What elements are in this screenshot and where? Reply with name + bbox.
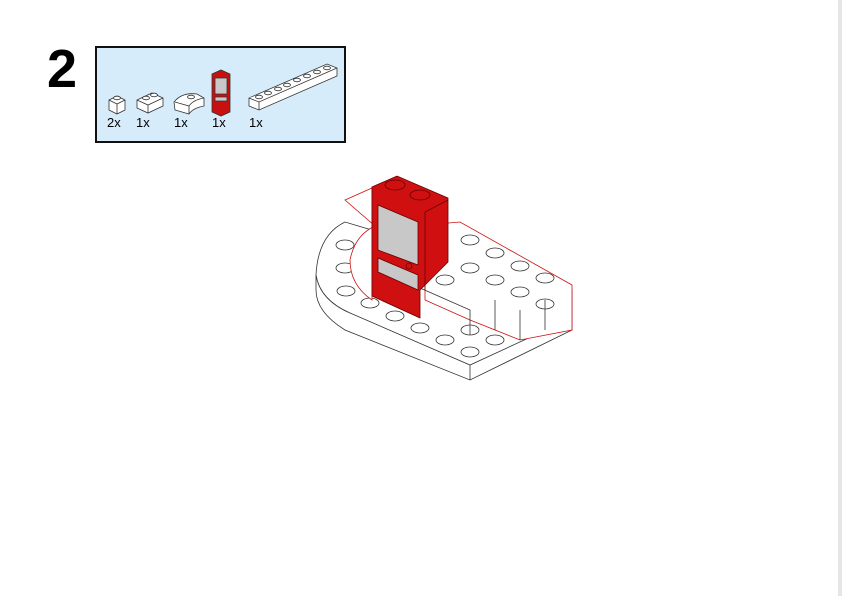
- part-qty: 1x: [212, 115, 226, 130]
- part-qty: 1x: [249, 115, 263, 130]
- round-corner-icon: [173, 93, 205, 115]
- door-icon: [211, 69, 231, 117]
- page-edge: [838, 0, 842, 596]
- part-qty: 2x: [107, 115, 121, 130]
- back-studs: [435, 234, 555, 310]
- brick-1x2-icon: [136, 92, 164, 114]
- parts-illustrations: [108, 63, 338, 117]
- door-frame: [371, 175, 449, 319]
- part-qty: 1x: [136, 115, 150, 130]
- brick-1x1-icon: [108, 95, 126, 115]
- part-qty: 1x: [174, 115, 188, 130]
- step-number: 2: [47, 39, 78, 99]
- parts-list-callout: 2x 1x 1x 1x 1x: [95, 46, 346, 143]
- brick-1x8-icon: [248, 63, 338, 111]
- plate-studs: [335, 239, 505, 358]
- curved-brick: [344, 187, 376, 301]
